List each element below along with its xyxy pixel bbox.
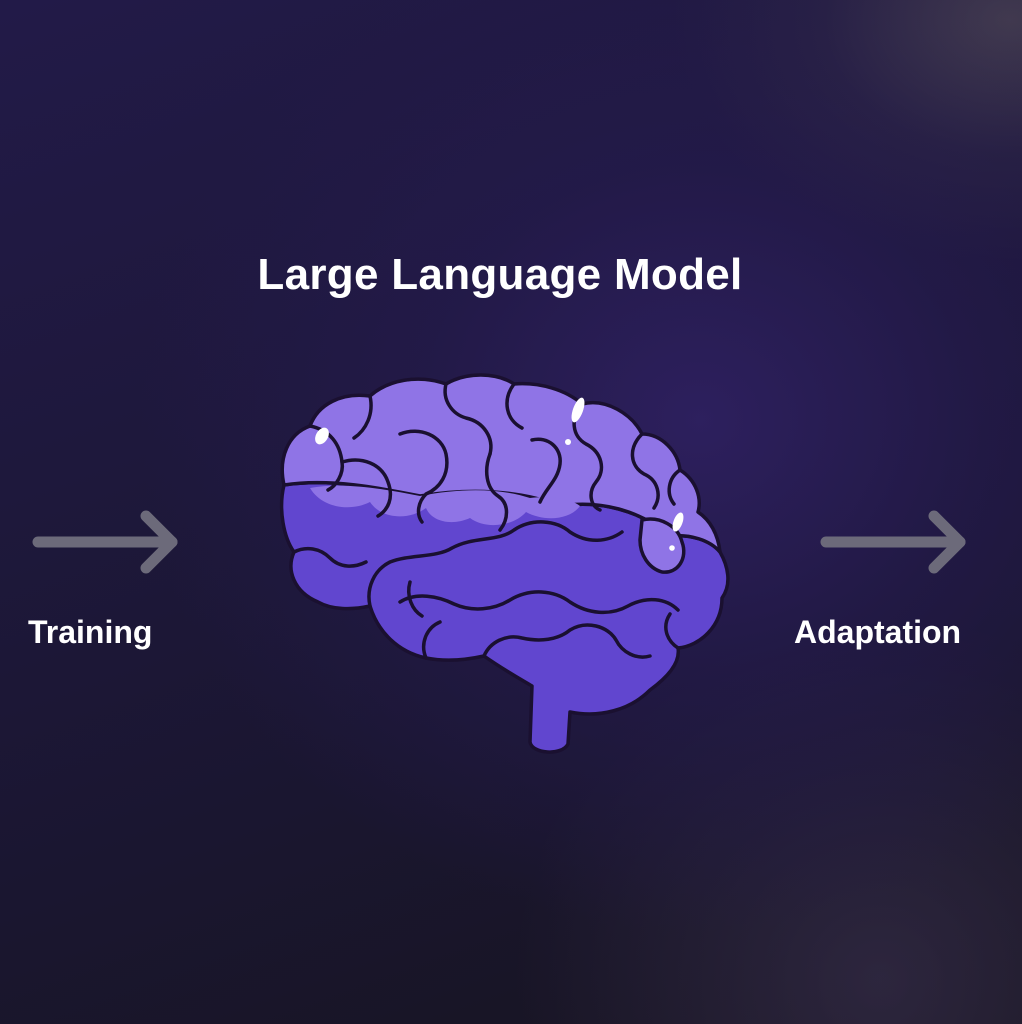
adaptation-arrow-icon [820, 510, 966, 574]
adaptation-label: Adaptation [794, 614, 962, 650]
diagram-title: Large Language Model [257, 250, 743, 299]
training-label: Training [28, 614, 153, 650]
brain-icon [279, 373, 730, 754]
training-arrow-icon [32, 510, 178, 574]
